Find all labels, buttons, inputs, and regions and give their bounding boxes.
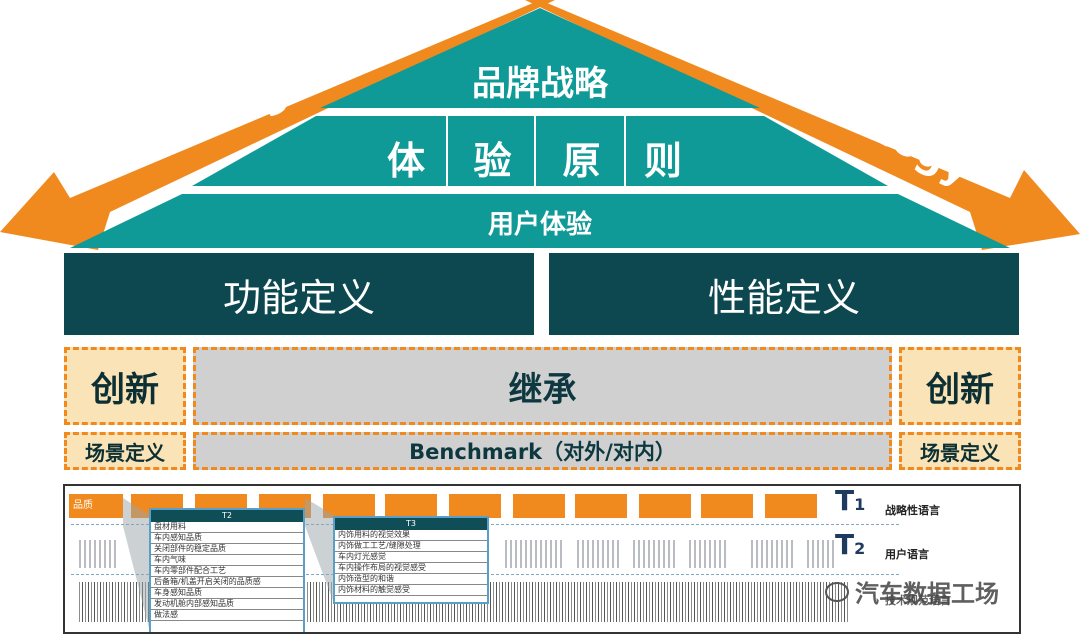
tier-t1-label: T1 xyxy=(835,484,866,517)
roof-tier-base xyxy=(70,194,1010,248)
category-box xyxy=(765,494,817,518)
category-box xyxy=(701,494,753,518)
roof-tier-top xyxy=(320,8,760,108)
scenario-definition-right: 场景定义 xyxy=(899,432,1021,470)
t2-stripe xyxy=(689,540,729,568)
technology-arrow xyxy=(525,0,1080,250)
t3-popup: T3 内饰用料的视觉效果 内饰做工工艺/缝隙处理 车内灯光感觉 车内操作布局的视… xyxy=(333,516,489,604)
innovation-right: 创新 xyxy=(899,347,1021,425)
performance-definition-block: 性能定义 xyxy=(549,253,1019,335)
tier-t1-desc: 战略性语言 xyxy=(885,504,940,517)
watermark: 汽车数据工场 xyxy=(825,574,999,609)
category-box xyxy=(639,494,691,518)
popup-connectors xyxy=(123,498,335,632)
t2-item: 盘材用料 xyxy=(151,522,303,533)
t3-item: 内饰做工工艺/缝隙处理 xyxy=(335,541,487,552)
inheritance: 继承 xyxy=(193,347,892,425)
t3-item: 车内操作布局的视觉感受 xyxy=(335,563,487,574)
t3-item: 内饰材料的触觉感受 xyxy=(335,585,487,596)
t2-item: 发动机舱内部感知品质 xyxy=(151,599,303,610)
t2-item: 做法感 xyxy=(151,610,303,621)
roof-diagram: Design Technology xyxy=(0,0,1080,250)
t2-stripe xyxy=(751,540,795,568)
t2-item: 后备箱/机盖开启关闭的品质感 xyxy=(151,577,303,588)
category-box xyxy=(385,494,437,518)
t2-item: 车身感知品质 xyxy=(151,588,303,599)
tier-t2-desc: 用户语言 xyxy=(885,548,929,561)
function-definition-block: 功能定义 xyxy=(64,253,534,335)
tier-t3-desc: 技术规范语言 xyxy=(885,594,951,607)
tier-t2-label: T2 xyxy=(835,528,866,561)
watermark-text: 汽车数据工场 xyxy=(855,580,999,608)
t3-item: 车内灯光感觉 xyxy=(335,552,487,563)
t2-stripe xyxy=(505,540,565,568)
category-box xyxy=(513,494,565,518)
t3-item: 内饰用料的视觉效果 xyxy=(335,530,487,541)
wechat-icon xyxy=(825,581,849,602)
category-box xyxy=(449,494,501,518)
t2-popup: T2 盘材用料 车内感知品质 关闭部件的稳定品质 车内气味 车内零部件配合工艺 … xyxy=(149,508,305,632)
principle-char: 体 xyxy=(386,139,425,183)
t2-popup-title: T2 xyxy=(151,510,303,522)
t2-item: 车内零部件配合工艺 xyxy=(151,566,303,577)
principle-char: 则 xyxy=(643,139,682,183)
user-experience-label: 用户体验 xyxy=(487,210,592,240)
t2-item: 关闭部件的稳定品质 xyxy=(151,544,303,555)
t2-stripe xyxy=(807,540,837,568)
t3-item: 内饰造型的和谐 xyxy=(335,574,487,585)
t2-item: 车内气味 xyxy=(151,555,303,566)
principle-char: 验 xyxy=(473,139,512,183)
t3-popup-title: T3 xyxy=(335,518,487,530)
benchmark: Benchmark（对外/对内） xyxy=(193,432,892,470)
category-box xyxy=(575,494,627,518)
roof-tier-middle xyxy=(192,116,888,186)
t2-item: 车内感知品质 xyxy=(151,533,303,544)
t2-stripe xyxy=(577,540,621,568)
t2-stripe xyxy=(79,540,119,568)
t2-stripe xyxy=(633,540,677,568)
principle-char: 原 xyxy=(562,139,601,183)
brand-strategy-label: 品牌战略 xyxy=(472,64,608,104)
design-arrow xyxy=(0,0,555,250)
language-tier-panel: 品质 T2 盘材用料 车内感知品质 关闭部件的稳定品质 车内气味 车内零部件配合… xyxy=(63,484,1021,634)
scenario-definition-left: 场景定义 xyxy=(64,432,186,470)
quality-box: 品质 xyxy=(69,494,123,518)
innovation-left: 创新 xyxy=(64,347,186,425)
